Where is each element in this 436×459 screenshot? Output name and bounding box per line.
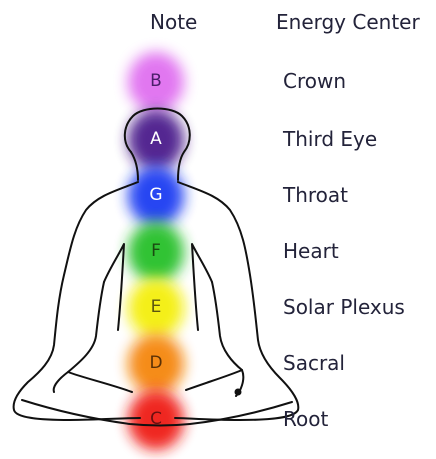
note-letter-solar-plexus: E: [141, 297, 171, 317]
energy-center-label-throat: Throat: [283, 183, 348, 207]
note-letter-crown: B: [141, 71, 171, 91]
left-hand-outline: [54, 372, 68, 392]
energy-center-label-solar-plexus: Solar Plexus: [283, 295, 405, 319]
energy-center-label-heart: Heart: [283, 239, 339, 263]
right-hand-mudra: [236, 390, 241, 395]
energy-center-label-root: Root: [283, 407, 328, 431]
note-letter-root: C: [141, 409, 171, 429]
note-letter-sacral: D: [141, 353, 171, 373]
energy-center-label-third-eye: Third Eye: [283, 127, 377, 151]
note-letter-third-eye: A: [141, 129, 171, 149]
energy-center-label-crown: Crown: [283, 69, 346, 93]
note-letter-throat: G: [141, 185, 171, 205]
left-torso-outline: [104, 244, 124, 330]
left-inner-arm-outline: [68, 282, 132, 392]
right-arm-outline: [175, 182, 298, 420]
right-torso-outline: [192, 244, 212, 330]
energy-center-label-sacral: Sacral: [283, 351, 345, 375]
note-letter-heart: F: [141, 241, 171, 261]
